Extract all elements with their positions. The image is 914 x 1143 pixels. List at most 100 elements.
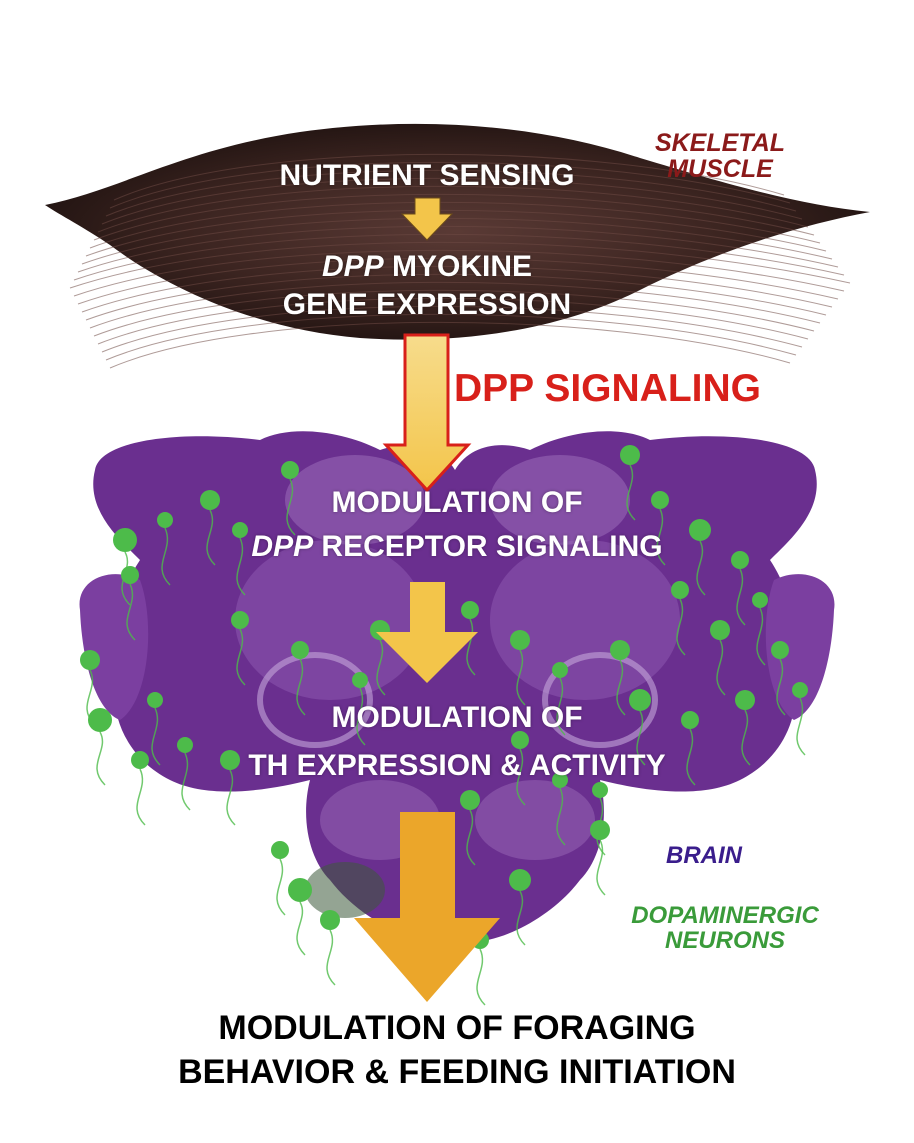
neuron-axon xyxy=(226,769,236,826)
neuron-cell xyxy=(792,682,808,698)
neuron-cell xyxy=(80,650,100,670)
neuron-cell xyxy=(131,751,149,769)
neuron-cell xyxy=(610,640,630,660)
muscle-fiber xyxy=(73,249,845,297)
neuron-axon xyxy=(276,858,286,916)
neuron-cell xyxy=(121,566,139,584)
muscle-fiber xyxy=(97,297,809,345)
neuron-cell xyxy=(552,662,568,678)
neuron-axon xyxy=(796,697,806,756)
receptor-line1-text: MODULATION OF xyxy=(331,486,583,519)
gene-expression-text: GENE EXPRESSION xyxy=(282,288,572,321)
neuron-cell xyxy=(200,490,220,510)
neuron-cell xyxy=(232,522,248,538)
neuron-cell xyxy=(271,841,289,859)
neuron-axon xyxy=(356,687,366,746)
arrow-th-to-behavior xyxy=(354,812,500,1002)
muscle-fiber xyxy=(93,289,815,337)
dpp-signaling-label: DPP SIGNALING xyxy=(454,367,761,410)
neuron-axon xyxy=(556,787,566,846)
muscle-fiber xyxy=(81,265,833,313)
neuron-axon xyxy=(326,929,336,986)
skeletal-muscle-shape xyxy=(45,123,870,369)
neuron-cell xyxy=(552,772,568,788)
neuron-cell xyxy=(177,737,193,753)
dopaminergic-neurons-label: DOPAMINERGIC NEURONS xyxy=(610,902,840,954)
dpp-italic: DPP xyxy=(321,250,384,283)
neuron-cell xyxy=(629,689,651,711)
neuron-cell xyxy=(651,491,669,509)
neuron-cell xyxy=(689,519,711,541)
neuron-cell xyxy=(288,878,312,902)
muscle-fiber xyxy=(109,321,791,369)
neuron-axon xyxy=(776,658,786,716)
receptor-line2-text: DPP RECEPTOR SIGNALING xyxy=(170,531,744,563)
outcome-line1-text: MODULATION OF FORAGING xyxy=(218,1009,696,1047)
neuron-axon xyxy=(476,948,486,1006)
neuron-axon xyxy=(236,628,246,686)
muscle-fiber xyxy=(85,273,827,321)
brain-shape xyxy=(79,431,835,942)
muscle-fiber xyxy=(93,193,815,241)
neuron-cell xyxy=(147,692,163,708)
neuron-cell xyxy=(352,672,368,688)
neurons-label-line1: DOPAMINERGIC xyxy=(631,902,819,929)
neuron-axon xyxy=(716,639,726,696)
muscle-fiber xyxy=(89,281,821,329)
neuron-cell xyxy=(509,869,531,891)
neuron-cell xyxy=(88,708,112,732)
neuron-cell xyxy=(157,512,173,528)
neuron-cell xyxy=(771,641,789,659)
neuron-cell xyxy=(113,528,137,552)
neuron-cell xyxy=(731,551,749,569)
neuron-cell xyxy=(460,790,480,810)
neuron-cell xyxy=(620,445,640,465)
muscle-fiber xyxy=(101,305,803,353)
neuron-axon xyxy=(206,509,216,566)
neuron-axon xyxy=(741,709,751,766)
neuron-axon xyxy=(736,568,746,626)
neuron-cell xyxy=(681,711,699,729)
muscle-fiber xyxy=(77,257,839,305)
neuron-axon xyxy=(516,649,526,706)
muscle-fiber xyxy=(73,233,845,281)
muscle-fiber xyxy=(109,161,791,209)
neuron-axon xyxy=(656,508,666,566)
receptor-label: RECEPTOR SIGNALING xyxy=(313,530,663,563)
brain-label: BRAIN xyxy=(666,842,742,869)
neuron-cell xyxy=(710,620,730,640)
neuron-axon xyxy=(516,890,526,946)
arrow-sensing-to-expression xyxy=(400,197,454,241)
neuron-cell xyxy=(735,690,755,710)
th-line1-text: MODULATION OF xyxy=(331,701,583,734)
neuron-axon xyxy=(466,618,476,676)
neuron-axon xyxy=(296,901,306,956)
neuron-axon xyxy=(596,839,606,896)
muscle-fiber xyxy=(105,313,797,361)
muscle-fiber xyxy=(69,241,851,289)
neuron-axon xyxy=(181,752,191,811)
neuron-cell xyxy=(461,601,479,619)
neuron-cell xyxy=(320,910,340,930)
dpp-receptor-italic: DPP xyxy=(251,530,314,563)
neuron-axon xyxy=(466,809,476,866)
neuron-cell xyxy=(511,731,529,749)
neuron-axon xyxy=(96,731,106,786)
skeletal-muscle-label: SKELETAL MUSCLE xyxy=(640,130,800,183)
neuron-axon xyxy=(136,768,146,826)
nutrient-sensing-text: NUTRIENT SENSING xyxy=(279,159,575,192)
neuron-cell xyxy=(291,641,309,659)
neuron-cell xyxy=(510,630,530,650)
neuron-axon xyxy=(696,540,706,596)
skeletal-label-line2: MUSCLE xyxy=(667,155,773,184)
neuron-axon xyxy=(636,710,646,766)
neuron-cell xyxy=(220,750,240,770)
neuron-axon xyxy=(686,728,696,786)
th-line2-text: TH EXPRESSION & ACTIVITY xyxy=(248,749,666,782)
neuron-cell xyxy=(281,461,299,479)
arrow-receptor-to-th xyxy=(376,582,478,683)
neuron-axon xyxy=(286,478,296,536)
muscle-fiber xyxy=(105,169,797,217)
